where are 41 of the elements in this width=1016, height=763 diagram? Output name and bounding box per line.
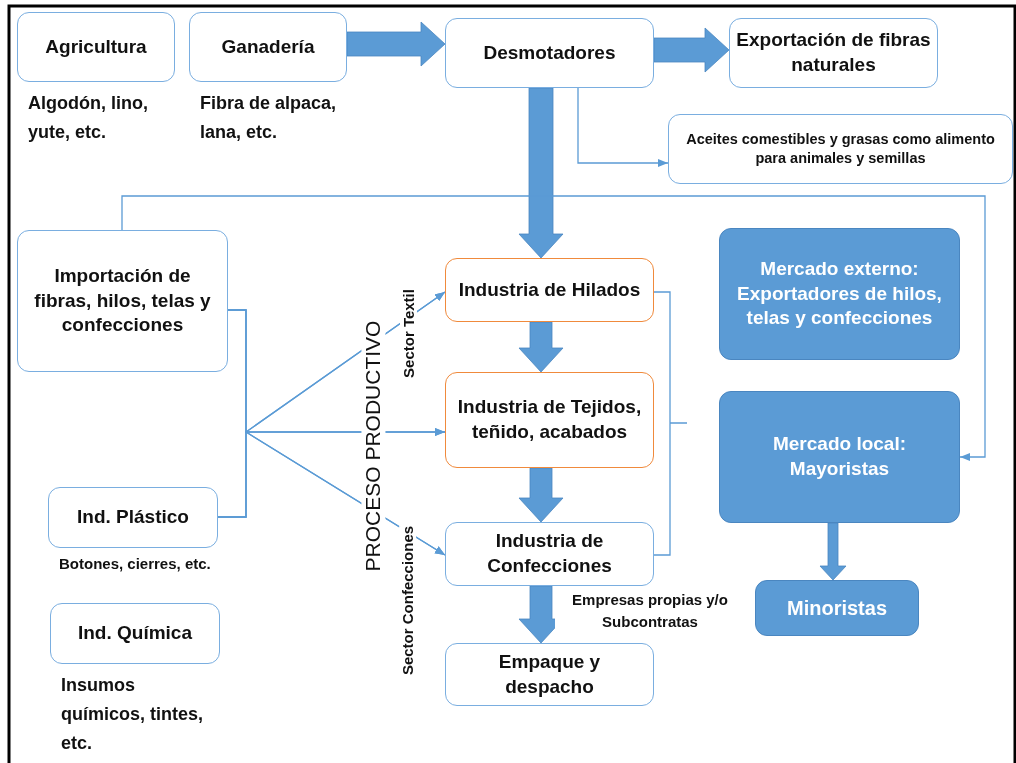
node-text: Ind. Plástico [77,505,189,530]
node-text: Importación de fibras, hilos, telas y confecciones [33,263,212,338]
node-text: Aceites comestibles y grasas como alimento para animales y semillas [685,130,996,168]
vertical-label: PROCESO PRODUCTIVO [361,320,385,572]
process-box [729,18,938,88]
block-arrow [518,467,564,523]
process-box [445,522,654,586]
process-box [445,372,654,468]
node-text: Mercado externo: Exportadores de hilos, telas y confecciones [736,256,943,331]
vertical-label: Sector Confecciones [399,525,417,675]
node-text: Minoristas [787,596,887,621]
block-arrow [518,87,564,259]
arrow [121,195,986,461]
node-text: Industria de Confecciones [486,529,613,578]
process-box [668,114,1013,184]
process-box [445,18,654,88]
block-arrow [346,21,446,67]
node-text: Empaque y despacho [497,649,602,699]
node-text: Exportación de fibras naturales [736,28,931,77]
node-caption: Fibra de alpaca, lana, etc. [200,92,338,144]
node-text: Desmotadores [483,40,616,65]
node-caption: Insumos químicos, tintes, etc. [61,674,205,755]
block-arrow [653,27,730,73]
node-text: Industria de Tejidos, teñido, acabados [456,395,643,444]
market-box [719,228,960,360]
node-text: Agricultura [45,34,147,59]
block-arrow [518,321,564,373]
market-box [719,391,960,523]
node-text: Industria de Hilados [458,277,641,302]
node-caption: Botones, cierres, etc. [59,555,212,573]
node-caption: Algodón, lino, yute, etc. [28,92,149,144]
node-text: Ganadería [221,34,315,59]
block-arrow [819,522,847,581]
vertical-label: Sector Textil [399,288,417,378]
process-box [445,258,654,322]
process-box [445,643,654,706]
market-box [755,580,919,636]
node-text: Mercado local: Mayoristas [771,432,907,481]
node-text: Ind. Química [78,621,192,646]
arrow [577,87,669,167]
process-box [17,230,228,372]
